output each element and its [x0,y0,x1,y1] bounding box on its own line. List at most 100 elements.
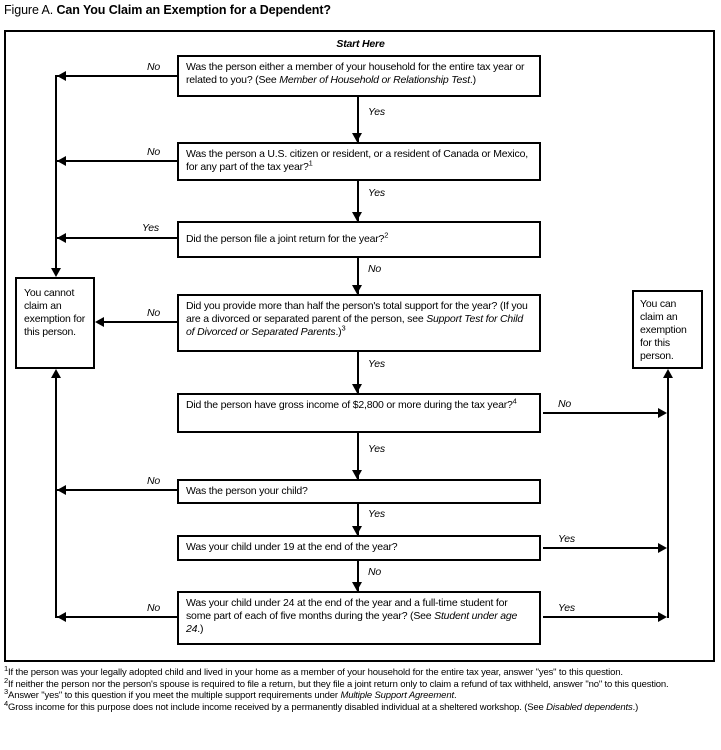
arrowhead-into-can-bottom [663,369,673,378]
footnote-number: 1 [4,663,9,673]
arrowhead-left-q1 [57,71,66,81]
question-box-8: Was your child under 24 at the end of th… [177,591,541,645]
question-text: Was the person a U.S. citizen or residen… [186,148,528,173]
arrowhead-right-q8 [658,612,667,622]
connector-q4-left [100,321,177,323]
footnote-2: 2If neither the person nor the person's … [4,676,716,691]
label-q1-no: No [147,61,161,73]
label-q4-yes: Yes [368,358,385,370]
question-text: Was the person your child? [186,485,308,497]
arrowhead-left-q3 [57,233,66,243]
label-q2-yes: Yes [368,187,385,199]
footnote-marker: 4 [512,396,517,406]
arrowhead-down-q8 [352,582,362,591]
question-reference: Member of Household or Relationship Test [279,74,470,86]
footnote-reference: Multiple Support Agreement [340,690,454,701]
connector-q1-left [56,75,177,77]
footnote-4: 4Gross income for this purpose does not … [4,699,716,714]
outcome-box-cannot-claim: You cannot claim an exemption for this p… [15,277,95,369]
footnote-text-end: . [453,690,457,701]
connector-q4-q5 [357,352,359,393]
label-q5-no: No [558,398,572,410]
footnote-marker: 2 [384,230,389,240]
connector-q1-q2 [357,97,359,142]
arrowhead-down-q4 [352,285,362,294]
arrowhead-down-q7 [352,526,362,535]
figure-title-prefix: Figure A. [4,3,54,17]
connector-q8-left [56,616,177,618]
arrowhead-left-q2 [57,156,66,166]
label-q4-no: No [147,307,161,319]
question-text: Did the person file a joint return for t… [186,233,385,245]
connector-q8-right [543,616,659,618]
arrowhead-left-q6 [57,485,66,495]
footnote-3: 3Answer "yes" to this question if you me… [4,686,716,702]
rail-left-upper [55,75,57,268]
label-q6-yes: Yes [368,508,385,520]
question-box-4: Did you provide more than half the perso… [177,294,541,352]
footnote-marker: 3 [341,323,346,333]
arrowhead-down-q3 [352,212,362,221]
connector-q5-q6 [357,433,359,479]
question-text: Was the person either a member of your h… [186,61,525,86]
question-box-1: Was the person either a member of your h… [177,55,541,97]
connector-q3-q4 [357,258,359,294]
label-q3-yes: Yes [142,222,159,234]
footnote-number: 3 [4,686,9,696]
question-text-end: .) [469,74,476,86]
question-text-end: .) [335,326,342,338]
question-text: Did the person have gross income of $2,8… [186,399,513,411]
start-here-label: Start Here [336,38,385,50]
connector-q2-q3 [357,181,359,221]
question-text-end: .) [197,623,204,635]
arrowhead-down-q5 [352,384,362,393]
figure-title: Figure A. Can You Claim an Exemption for… [4,3,331,17]
question-box-6: Was the person your child? [177,479,541,504]
arrowhead-down-q6 [352,470,362,479]
footnote-text: If the person was your legally adopted c… [8,667,623,678]
question-box-5: Did the person have gross income of $2,8… [177,393,541,433]
connector-q3-left [56,237,177,239]
footnote-marker: 1 [308,158,313,168]
flowchart-border [4,30,715,662]
footnote-reference: Disabled dependents [546,701,633,713]
label-q7-yes: Yes [558,533,575,545]
footnote-number: 4 [4,698,9,708]
footnote-number: 2 [4,675,9,685]
footnote-text: If neither the person nor the person's s… [8,678,669,690]
footnote-text: Gross income for this purpose does not i… [8,701,547,713]
arrowhead-right-q7 [658,543,667,553]
label-q6-no: No [147,475,161,487]
connector-q5-right [543,412,659,414]
rail-right [667,378,669,618]
question-text: Did you provide more than half the perso… [186,300,528,325]
connector-q7-right [543,547,659,549]
footnote-text: Answer "yes" to this question if you mee… [8,690,341,701]
label-q7-no: No [368,566,382,578]
connector-q7-q8 [357,561,359,591]
footnotes: 1If the person was your legally adopted … [4,663,716,714]
question-box-3: Did the person file a joint return for t… [177,221,541,258]
question-text: Was your child under 24 at the end of th… [186,597,508,622]
arrowhead-left-q4 [95,317,104,327]
label-q1-yes: Yes [368,106,385,118]
label-q8-no: No [147,602,161,614]
arrowhead-left-q8 [57,612,66,622]
question-reference: Support Test for Child of Divorced or Se… [186,313,523,338]
connector-q6-left [56,489,177,491]
question-box-7: Was your child under 19 at the end of th… [177,535,541,561]
label-q8-yes: Yes [558,602,575,614]
question-box-2: Was the person a U.S. citizen or residen… [177,142,541,181]
rail-left-lower [55,377,57,618]
connector-q6-q7 [357,504,359,535]
label-q2-no: No [147,146,161,158]
label-q3-no: No [368,263,382,275]
arrowhead-into-cannot-top [51,268,61,277]
arrowhead-right-q5 [658,408,667,418]
footnote-1: 1If the person was your legally adopted … [4,663,716,679]
footnote-text-end: .) [632,701,639,713]
arrowhead-down-q2 [352,133,362,142]
arrowhead-into-cannot-bottom [51,369,61,378]
figure-title-main: Can You Claim an Exemption for a Depende… [56,3,332,17]
